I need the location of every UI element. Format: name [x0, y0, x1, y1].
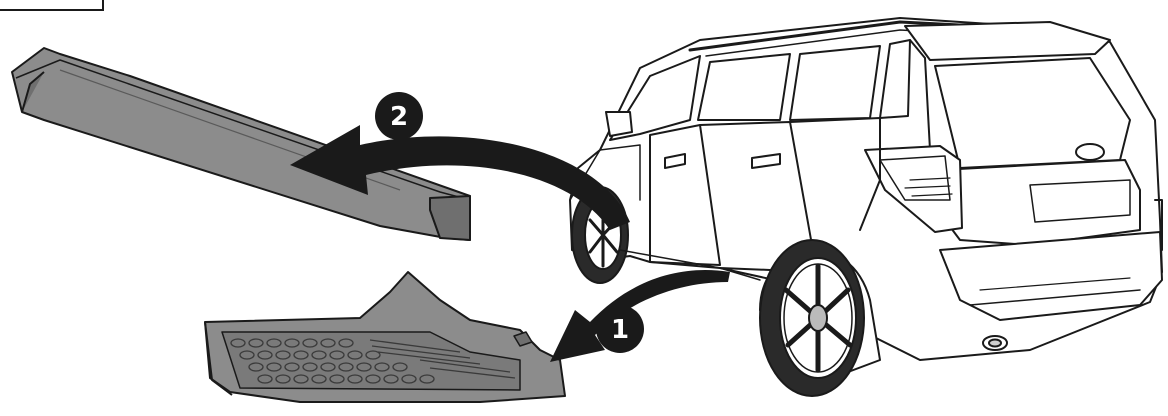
- tailgate: [940, 160, 1140, 245]
- side-mirror: [606, 112, 632, 136]
- side-window-middle: [790, 46, 880, 120]
- step-number-1: 1: [611, 315, 629, 345]
- step-number-2: 2: [390, 102, 408, 132]
- frame-corner: [0, 0, 103, 10]
- brand-emblem: [1076, 144, 1104, 160]
- side-window-front: [698, 54, 790, 120]
- rear-spoiler: [905, 22, 1110, 60]
- rear-step-panel: [205, 272, 565, 402]
- step-badge-1: 1: [596, 305, 644, 353]
- vehicle-illustration: [570, 18, 1162, 396]
- rear-wheel: [760, 240, 864, 396]
- step-badge-2: 2: [375, 92, 423, 140]
